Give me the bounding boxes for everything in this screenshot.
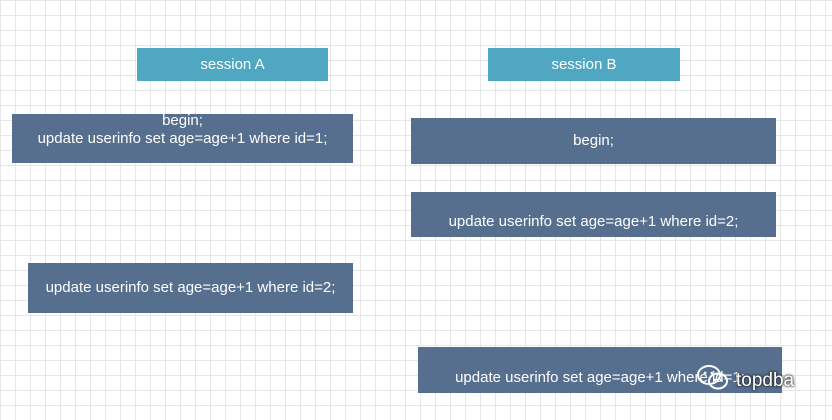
session-a-step-2: update userinfo set age=age+1 where id=2…	[28, 263, 353, 313]
watermark-text: topdba	[736, 370, 795, 391]
session-b-step-2-line-1: update userinfo set age=age+1 where id=2…	[448, 213, 739, 230]
session-b-header-label: session B	[551, 55, 617, 73]
session-b-header: session B	[488, 48, 680, 81]
session-b-step-2: update userinfo set age=age+1 where id=2…	[411, 192, 776, 237]
session-a-header: session A	[137, 48, 328, 81]
session-a-header-label: session A	[200, 55, 265, 73]
session-b-step-1: begin;	[411, 118, 776, 164]
session-b-step-3: update userinfo set age=age+1 where id=1…	[418, 347, 782, 393]
wechat-icon	[696, 364, 730, 398]
session-b-step-3-line-1: update userinfo set age=age+1 where id=1…	[455, 369, 745, 386]
session-b-step-1-line-1: begin;	[573, 132, 614, 149]
session-a-step-1: begin; update userinfo set age=age+1 whe…	[12, 112, 353, 163]
session-a-step-1-line-1: begin;	[162, 112, 203, 129]
session-a-step-2-line-1: update userinfo set age=age+1 where id=2…	[45, 279, 336, 296]
watermark: topdba	[696, 364, 794, 398]
session-a-step-1-line-2: update userinfo set age=age+1 where id=1…	[37, 130, 328, 147]
